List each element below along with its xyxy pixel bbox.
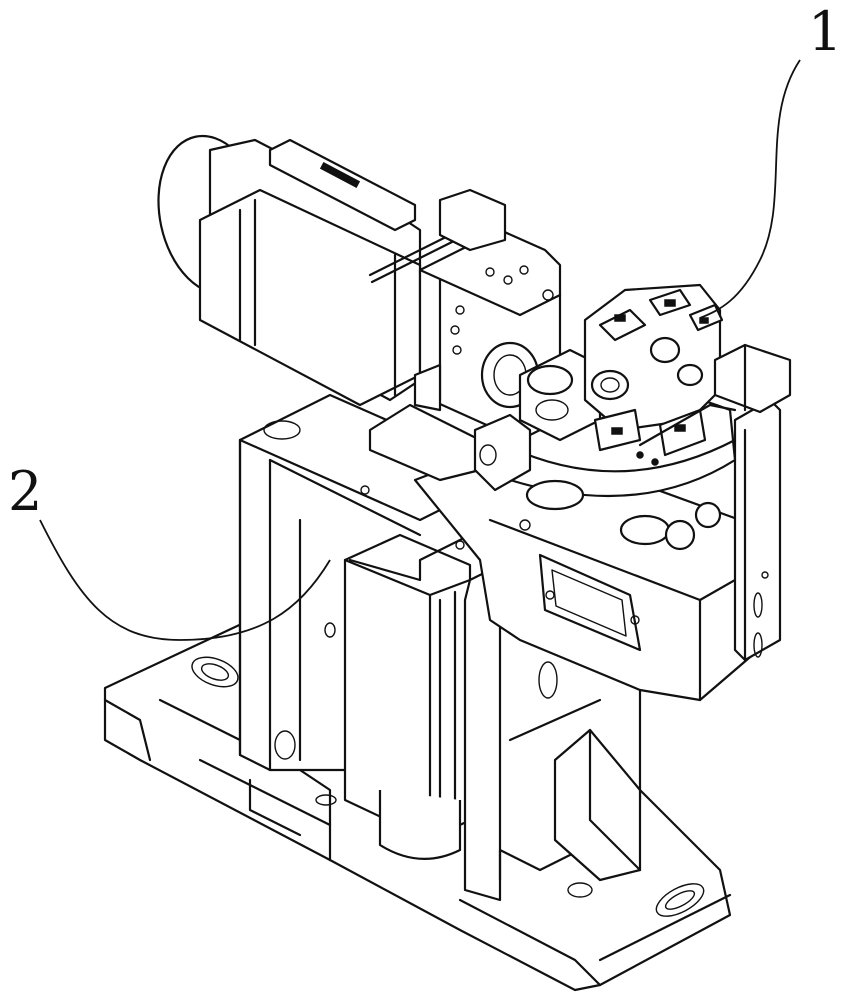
callout-label-1: 1: [808, 0, 842, 63]
horizontal-motor: [145, 126, 452, 405]
leader-line-1: [700, 60, 800, 318]
callout-label-2: 2: [8, 460, 42, 523]
right-slide: [735, 400, 780, 660]
